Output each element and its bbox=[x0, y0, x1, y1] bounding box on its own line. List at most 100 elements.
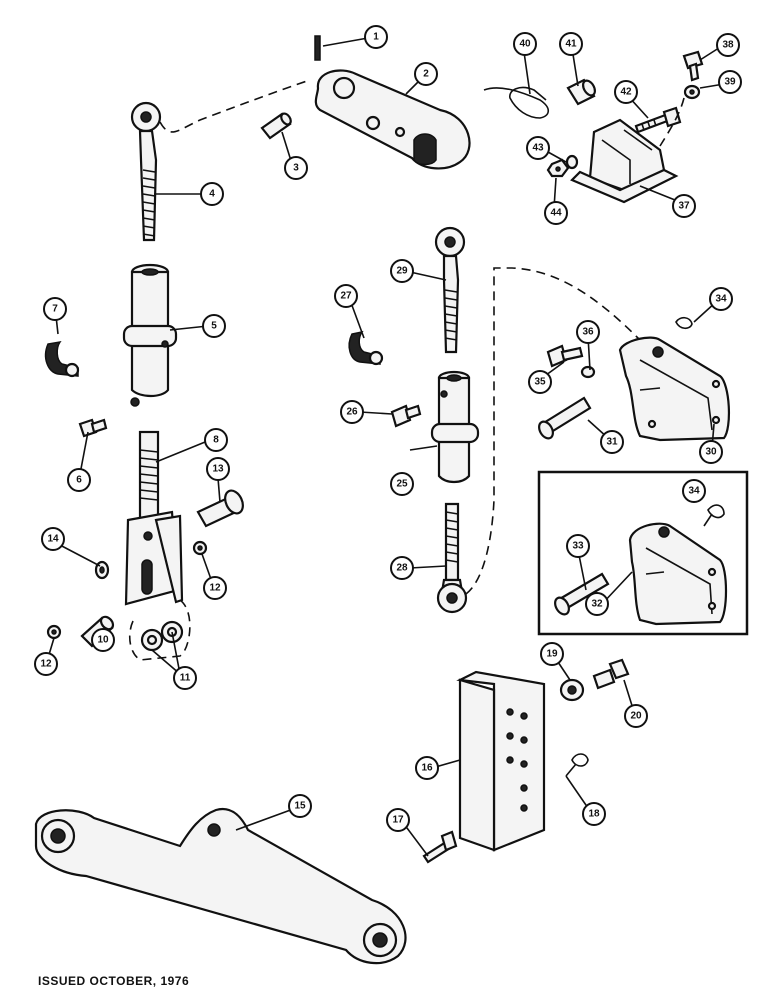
part-32-hitch-bracket bbox=[628, 522, 728, 626]
svg-text:2: 2 bbox=[423, 69, 429, 80]
part-16-channel bbox=[456, 670, 546, 852]
part-38-screw bbox=[682, 50, 704, 82]
part-18-lynch-pin bbox=[565, 753, 589, 777]
callout-42: 42 bbox=[614, 80, 638, 104]
callout-1: 2 bbox=[414, 62, 438, 86]
svg-text:18: 18 bbox=[588, 809, 600, 820]
part-41-bushing bbox=[566, 78, 596, 106]
callout-39: 39 bbox=[718, 70, 742, 94]
callout-8: 8 bbox=[204, 428, 228, 452]
callout-31: 31 bbox=[600, 430, 624, 454]
part-33-pin bbox=[554, 572, 610, 616]
part-26-bolt bbox=[390, 404, 422, 428]
svg-text:12: 12 bbox=[40, 659, 52, 670]
issue-date-caption: ISSUED OCTOBER, 1976 bbox=[38, 974, 190, 988]
svg-text:4: 4 bbox=[209, 189, 215, 200]
dashed-leader-28-to-30 bbox=[465, 267, 641, 595]
dashed-leader-4-to-1 bbox=[159, 79, 311, 133]
callout-15: 15 bbox=[288, 794, 312, 818]
callout-32: 32 bbox=[585, 592, 609, 616]
callout-12-left: 12 bbox=[34, 652, 58, 676]
alternate-parts-inset bbox=[537, 470, 749, 636]
svg-text:42: 42 bbox=[620, 87, 632, 98]
svg-text:8: 8 bbox=[213, 435, 219, 446]
callout-14: 14 bbox=[41, 527, 65, 551]
part-39-washer bbox=[683, 84, 701, 100]
callout-27: 27 bbox=[334, 284, 358, 308]
callout-10: 10 bbox=[91, 628, 115, 652]
callout-26: 26 bbox=[340, 400, 364, 424]
part-27-clip bbox=[348, 330, 384, 366]
part-6-bolt bbox=[78, 418, 108, 438]
part-30-hitch-bracket bbox=[618, 336, 731, 442]
part-7-clip bbox=[44, 340, 80, 378]
callout-36: 36 bbox=[576, 320, 600, 344]
callout-4: 4 bbox=[200, 182, 224, 206]
svg-text:15: 15 bbox=[294, 801, 306, 812]
svg-text:13: 13 bbox=[212, 464, 224, 475]
callout-33: 33 bbox=[566, 534, 590, 558]
part-12-snap-ring bbox=[192, 540, 208, 556]
svg-text:11: 11 bbox=[180, 673, 191, 684]
svg-text:10: 10 bbox=[97, 635, 109, 646]
callout-12-right: 12 bbox=[203, 576, 227, 600]
callout-35: 35 bbox=[528, 370, 552, 394]
svg-text:39: 39 bbox=[724, 77, 736, 88]
svg-text:27: 27 bbox=[340, 291, 352, 302]
svg-text:14: 14 bbox=[47, 534, 59, 545]
svg-text:17: 17 bbox=[392, 815, 404, 826]
svg-text:35: 35 bbox=[534, 377, 546, 388]
part-13-clevis-pin bbox=[196, 489, 244, 528]
part-34-lynch-pin-inset bbox=[703, 504, 725, 527]
svg-text:33: 33 bbox=[572, 541, 584, 552]
callout-28: 28 bbox=[390, 556, 414, 580]
callout-30: 30 bbox=[699, 440, 723, 464]
part-5-tube bbox=[122, 263, 178, 407]
svg-text:19: 19 bbox=[546, 649, 558, 660]
dashed-leader-39-to-37 bbox=[659, 97, 685, 147]
svg-text:34: 34 bbox=[688, 486, 700, 497]
svg-text:26: 26 bbox=[346, 407, 358, 418]
callout-38: 38 bbox=[716, 33, 740, 57]
part-1-lift-arm bbox=[314, 69, 471, 170]
callout-19: 19 bbox=[540, 642, 564, 666]
part-31-pin bbox=[538, 396, 592, 440]
svg-text:12: 12 bbox=[209, 583, 221, 594]
part-2-pin bbox=[260, 112, 292, 140]
svg-text:43: 43 bbox=[532, 143, 544, 154]
part-19-bushing bbox=[559, 678, 585, 702]
part-4-threaded-rod bbox=[130, 101, 162, 242]
part-17-bolt bbox=[422, 830, 458, 864]
svg-text:6: 6 bbox=[76, 475, 82, 486]
callout-34-top: 34 bbox=[709, 287, 733, 311]
callout-37: 37 bbox=[672, 194, 696, 218]
part-43-washer bbox=[565, 154, 579, 170]
svg-text:16: 16 bbox=[421, 763, 433, 774]
callout-20: 20 bbox=[624, 704, 648, 728]
part-40-spring-clip bbox=[483, 86, 550, 119]
part-42-bolt bbox=[634, 106, 682, 134]
svg-text:41: 41 bbox=[565, 39, 577, 50]
part-37-bracket bbox=[570, 118, 679, 204]
callout-5: 5 bbox=[202, 314, 226, 338]
callout-44: 44 bbox=[544, 201, 568, 225]
callout-3: 1 bbox=[364, 25, 388, 49]
part-15-lower-link bbox=[34, 807, 407, 965]
svg-text:40: 40 bbox=[519, 39, 531, 50]
callout-18: 18 bbox=[582, 802, 606, 826]
callout-29: 29 bbox=[390, 259, 414, 283]
part-36-washer bbox=[580, 365, 596, 379]
callout-17: 17 bbox=[386, 808, 410, 832]
part-28-rod-end bbox=[436, 502, 468, 614]
callout-7: 7 bbox=[43, 297, 67, 321]
part-35-bolt bbox=[546, 344, 584, 368]
callout-40: 40 bbox=[513, 32, 537, 56]
svg-text:29: 29 bbox=[396, 266, 408, 277]
part-44-nut bbox=[546, 158, 570, 178]
svg-text:1: 1 bbox=[373, 32, 379, 43]
callout-11: 11 bbox=[173, 666, 197, 690]
part-8-clevis-yoke bbox=[124, 430, 184, 606]
part-20-bolt bbox=[592, 658, 630, 690]
callout-16: 16 bbox=[415, 756, 439, 780]
